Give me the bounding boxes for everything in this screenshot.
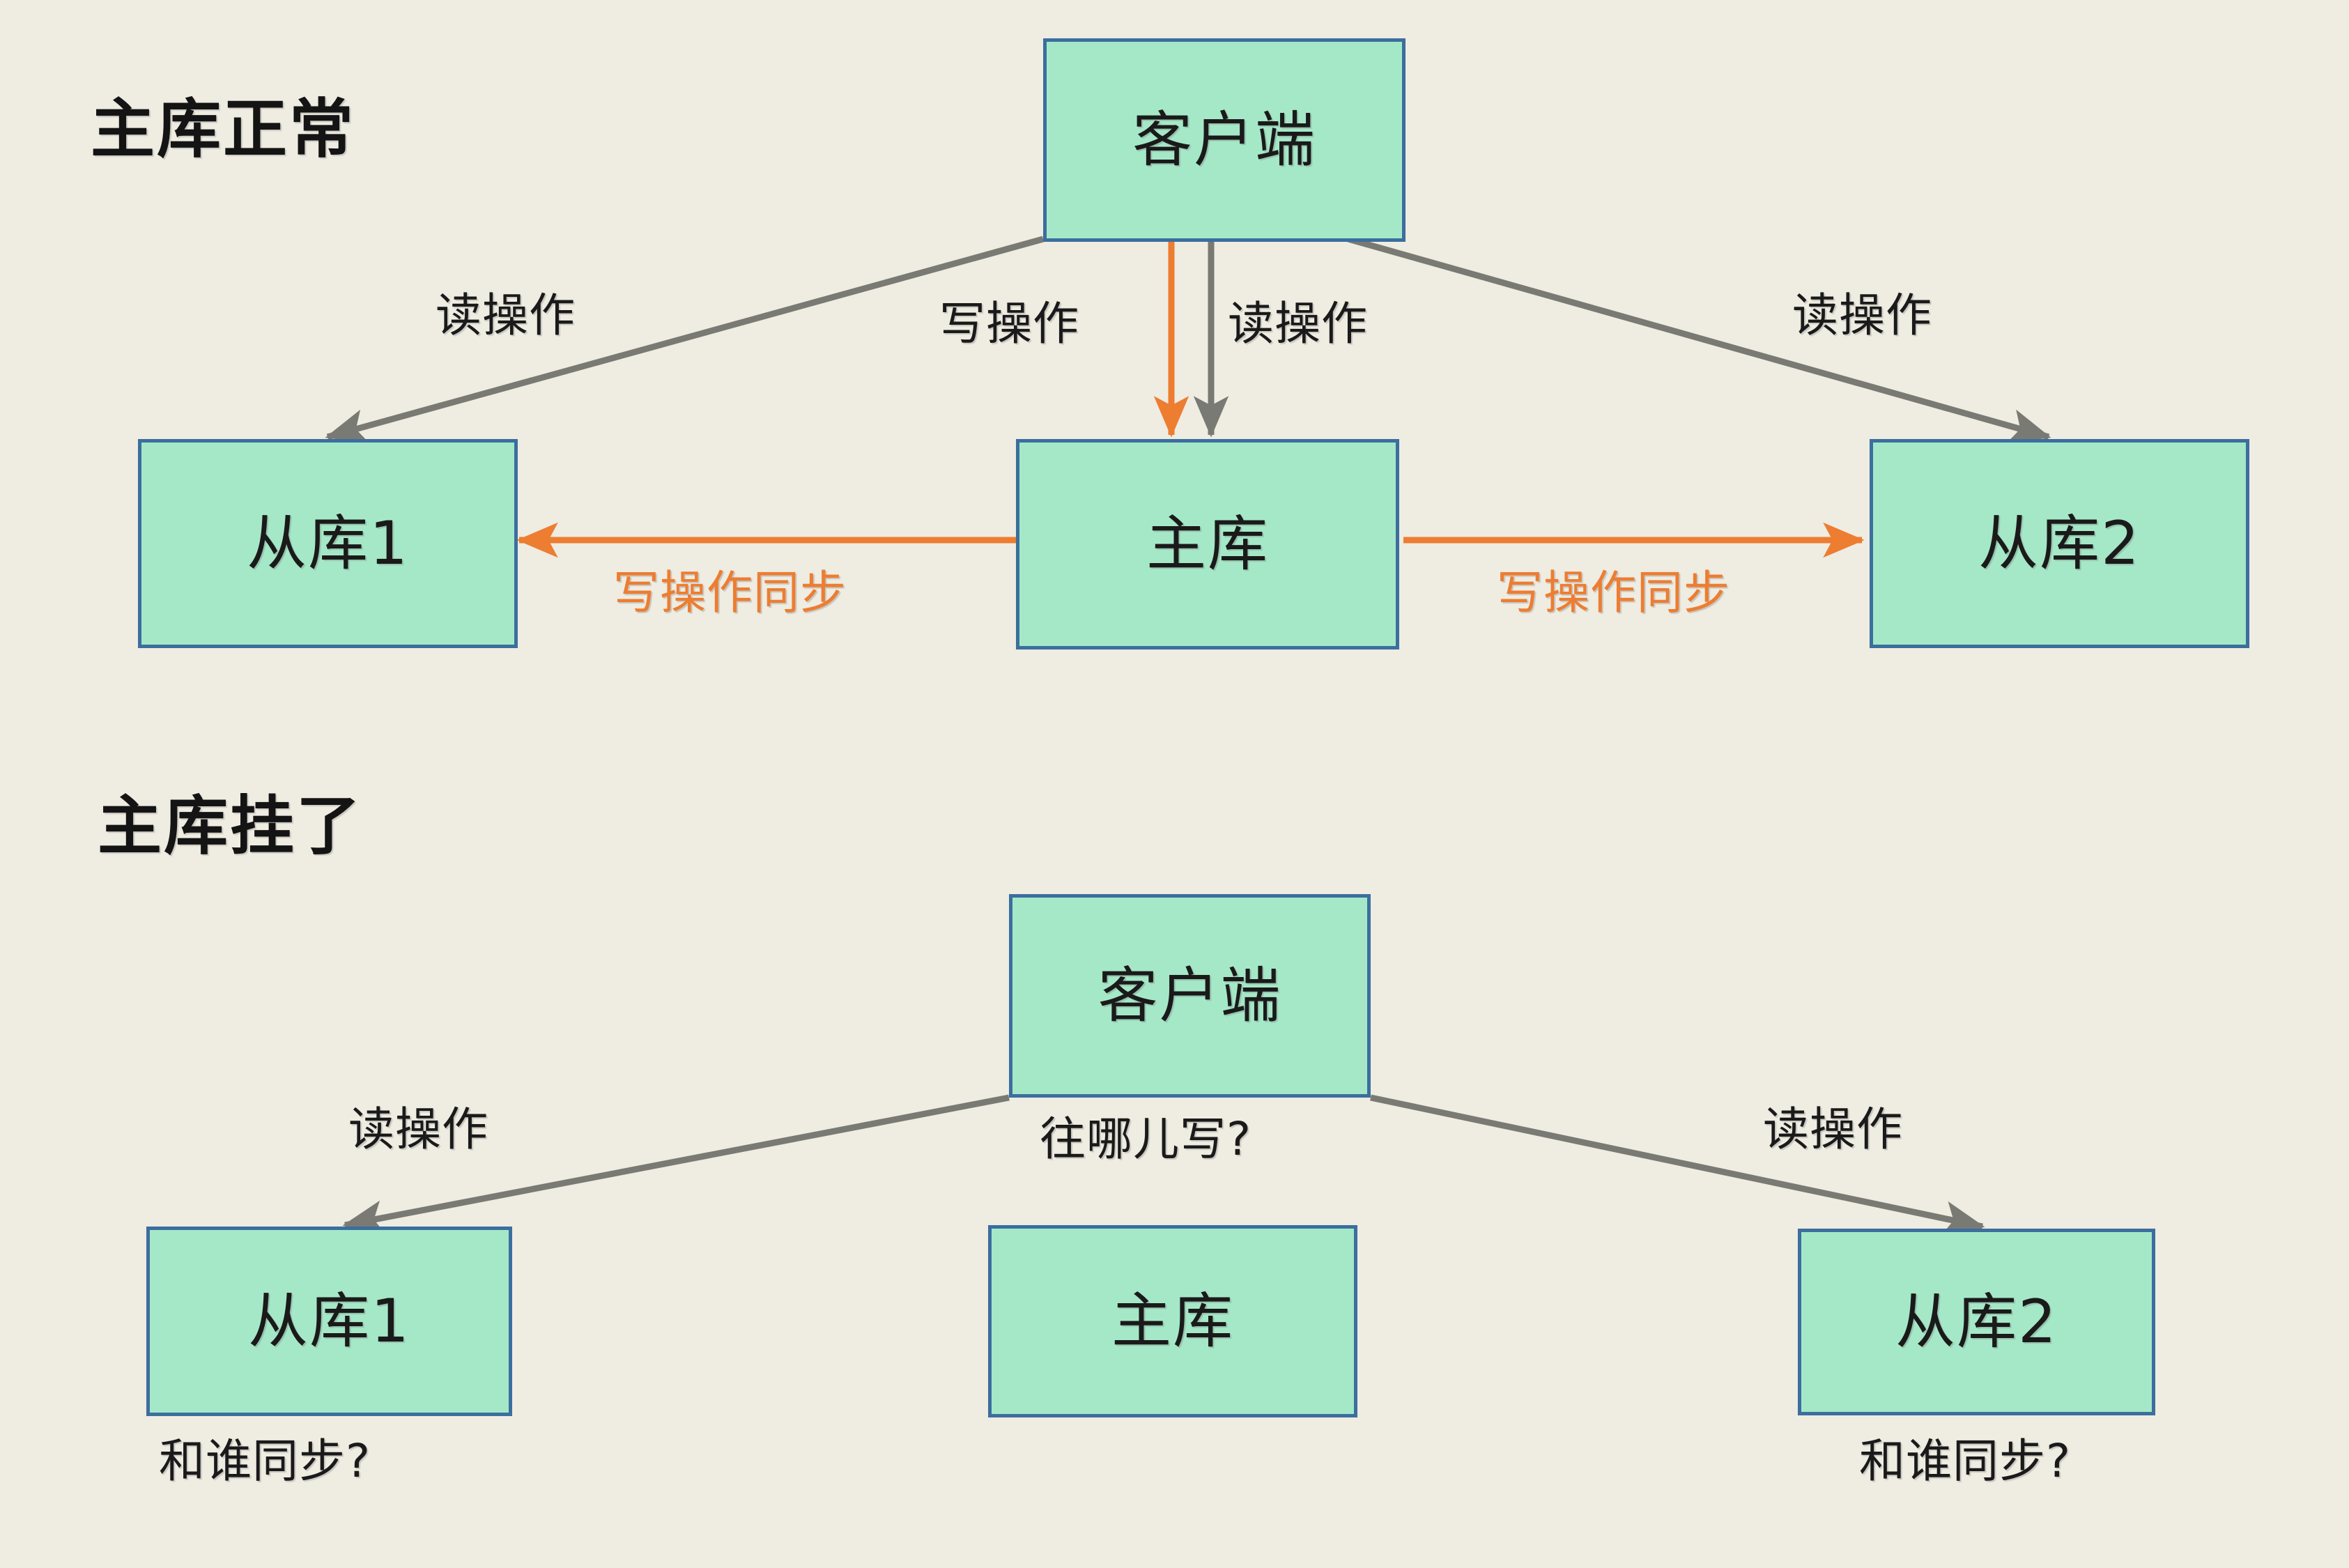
node-slave2-top[interactable]: 从库2 (1870, 439, 2249, 648)
annotation-sync-with-whom-slave1: 和谁同步? (159, 1434, 371, 1488)
node-slave1-top[interactable]: 从库1 (138, 439, 518, 648)
edge-label-master-to-slave2-sync: 写操作同步 (1497, 566, 1730, 620)
section-title-master-down: 主库挂了 (98, 789, 363, 863)
edge-label-client-to-slave1-read: 读操作 (436, 289, 576, 342)
node-slave1-bottom[interactable]: 从库1 (146, 1227, 512, 1416)
edge-label-client-to-master-write: 写操作 (939, 297, 1079, 351)
node-slave2-bottom[interactable]: 从库2 (1798, 1229, 2155, 1415)
edge-label-master-to-slave1-sync: 写操作同步 (613, 566, 847, 620)
annotation-sync-with-whom-slave2: 和谁同步? (1859, 1434, 2072, 1488)
section-title-master-normal: 主库正常 (91, 92, 356, 167)
node-client-bottom[interactable]: 客户端 (1009, 894, 1371, 1098)
node-master-bottom[interactable]: 主库 (988, 1225, 1357, 1417)
node-master-top[interactable]: 主库 (1016, 439, 1399, 650)
annotation-write-where: 往哪儿写? (1040, 1112, 1252, 1166)
edge-label-client-to-slave2-read-bottom: 读操作 (1763, 1102, 1903, 1156)
edge-label-client-to-slave2-read: 读操作 (1792, 289, 1932, 342)
edge-client-to-slave2-read (1347, 236, 2051, 444)
edge-label-client-to-master-read: 读操作 (1228, 297, 1368, 351)
edge-label-client-to-slave1-read-bottom: 读操作 (348, 1102, 488, 1156)
node-client-top[interactable]: 客户端 (1043, 38, 1405, 242)
